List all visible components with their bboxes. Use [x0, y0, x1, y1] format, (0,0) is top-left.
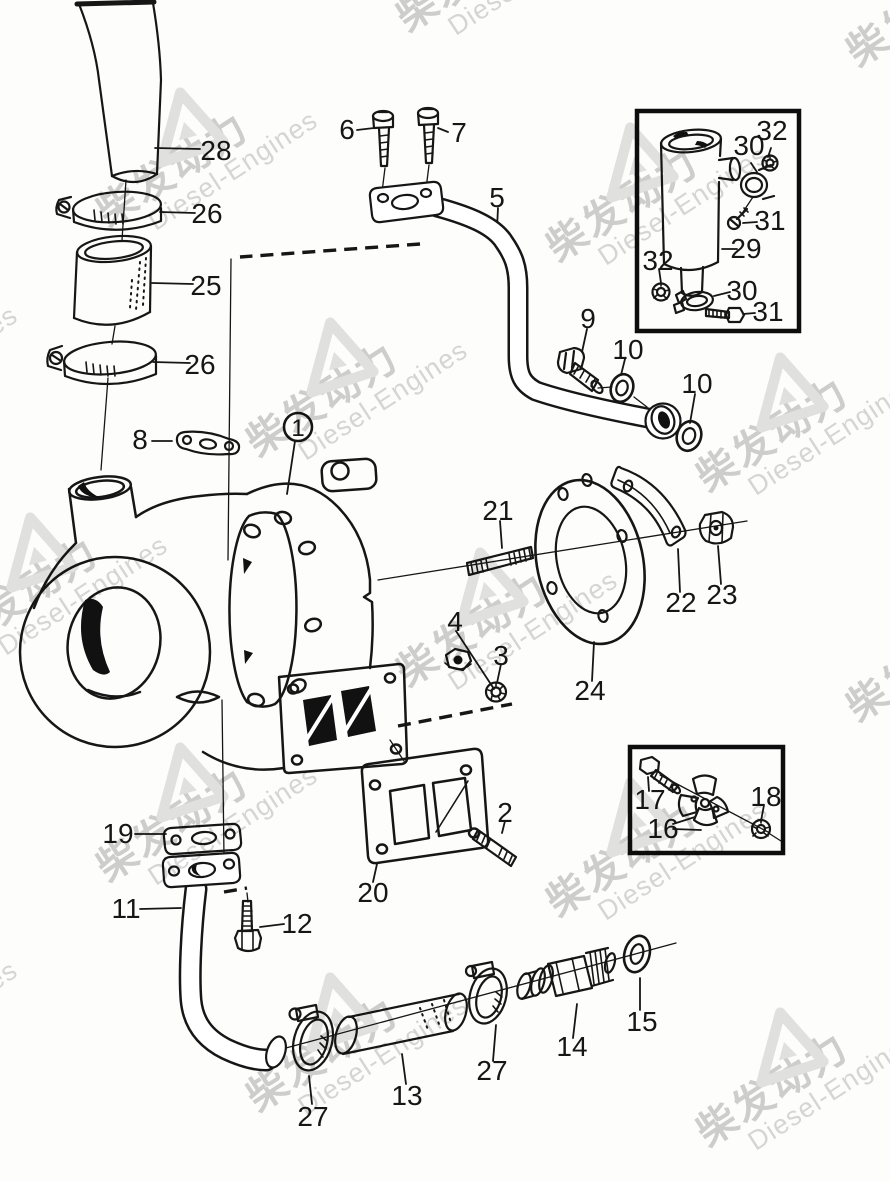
part-label-4: 4 — [447, 606, 463, 637]
part-label-26b: 26 — [184, 349, 215, 380]
part-label-27b: 27 — [476, 1055, 507, 1086]
part-label-3: 3 — [493, 640, 509, 671]
part-label-28: 28 — [200, 135, 231, 166]
part-clamp-30-lower — [672, 289, 714, 315]
part-oil-pipe-5 — [368, 180, 682, 440]
part-gasket-20 — [360, 747, 490, 865]
part-label-24: 24 — [574, 675, 605, 706]
part-label-8: 8 — [132, 424, 148, 455]
part-label-21: 21 — [482, 495, 513, 526]
part-label-32b: 32 — [642, 245, 673, 276]
part-bolt-31-middle — [726, 207, 749, 231]
part-label-19: 19 — [102, 818, 133, 849]
part-banjo-bolt-9 — [556, 346, 604, 395]
part-label-31b: 31 — [752, 296, 783, 327]
part-label-29: 29 — [730, 233, 761, 264]
part-label-18: 18 — [750, 781, 781, 812]
part-label-5: 5 — [489, 182, 505, 213]
part-label-12: 12 — [281, 908, 312, 939]
part-bolt-7 — [416, 106, 440, 165]
part-nut-18 — [750, 818, 772, 840]
part-label-23: 23 — [706, 579, 737, 610]
part-nut-23 — [698, 510, 735, 545]
part-hose-25 — [72, 234, 153, 326]
part-nut-32-lower — [651, 282, 671, 302]
part-washer-10-upper — [609, 372, 635, 404]
inset-box-bracket-kit — [634, 108, 802, 334]
part-flange-plate-24 — [534, 472, 646, 646]
part-clamp-26-lower — [46, 340, 158, 386]
part-label-16: 16 — [647, 813, 678, 844]
part-nut-32-upper — [761, 154, 779, 172]
part-lock-washer-3 — [484, 681, 508, 703]
part-label-13: 13 — [391, 1080, 422, 1111]
part-bolt-31-lower — [704, 306, 746, 324]
dashed-reference-lines — [223, 242, 513, 894]
part-clamp-segment-22 — [610, 465, 687, 547]
part-gasket-8 — [175, 430, 241, 456]
part-washer-15 — [622, 934, 652, 974]
part-oil-drain-pipe-11 — [161, 851, 287, 1072]
part-turbocharger-1 — [18, 457, 409, 775]
part-hose-28 — [74, 0, 163, 184]
part-label-15: 15 — [626, 1006, 657, 1037]
part-washer-10-lower — [675, 419, 703, 453]
part-label-9: 9 — [580, 303, 596, 334]
part-label-6: 6 — [339, 114, 355, 145]
part-label-30a: 30 — [733, 130, 764, 161]
part-label-31a: 31 — [754, 205, 785, 236]
callout-circle-1 — [282, 411, 314, 443]
part-bracket-cylinder-29 — [659, 128, 742, 297]
part-label-25: 25 — [190, 270, 221, 301]
part-label-30b: 30 — [726, 275, 757, 306]
part-label-10a: 10 — [612, 334, 643, 365]
part-label-7: 7 — [451, 117, 467, 148]
part-label-2: 2 — [497, 797, 513, 828]
part-label-26a: 26 — [191, 198, 222, 229]
part-label-32a: 32 — [756, 115, 787, 146]
part-clamp-halves-16 — [677, 774, 730, 827]
part-bolt-6 — [371, 109, 395, 168]
part-label-14: 14 — [556, 1031, 587, 1062]
part-hose-13 — [334, 992, 468, 1056]
part-connector-nipple-14 — [516, 946, 617, 1001]
part-gasket-19 — [162, 822, 243, 856]
part-label-10b: 10 — [681, 368, 712, 399]
part-bolt-12 — [233, 899, 263, 953]
part-label-11: 11 — [111, 893, 140, 924]
part-label-27a: 27 — [297, 1101, 328, 1132]
part-label-22: 22 — [665, 587, 696, 618]
part-clamp-26-upper — [55, 190, 163, 231]
part-label-1: 1 — [291, 415, 304, 442]
part-clamp-27-left — [288, 1003, 335, 1072]
part-label-17: 17 — [634, 784, 665, 815]
part-clamp-27-right — [464, 960, 508, 1025]
part-nut-4 — [444, 647, 473, 672]
part-label-20: 20 — [357, 877, 388, 908]
